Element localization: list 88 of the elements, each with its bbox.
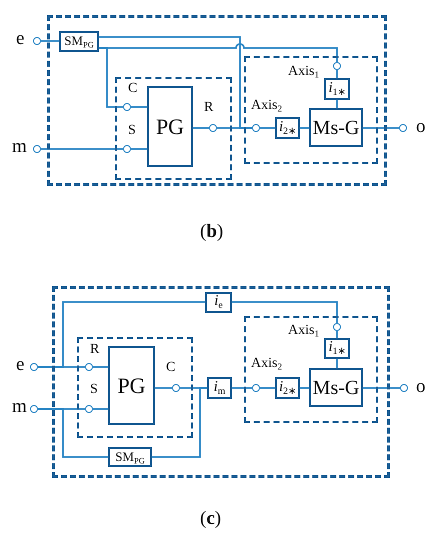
port-label: e	[16, 355, 24, 374]
block-label: Ms-G	[312, 118, 360, 138]
connector-line	[336, 359, 338, 368]
terminal-circle	[209, 124, 217, 132]
connector-line	[260, 387, 275, 389]
block-box	[108, 447, 152, 467]
block-label: i$_{2∗}$	[278, 380, 296, 396]
terminal-circle	[85, 405, 93, 413]
port-label: Axis$_{2}$	[251, 99, 282, 114]
connector-line	[363, 387, 400, 389]
block-box	[205, 292, 232, 313]
connector-line	[300, 127, 309, 129]
block-label: Ms-G	[312, 378, 360, 398]
terminal-circle	[33, 145, 41, 153]
port-label: Axis$_{1}$	[288, 65, 319, 80]
block-box	[324, 78, 350, 100]
terminal-circle	[85, 363, 93, 371]
terminal-circle	[172, 384, 180, 392]
block-box	[147, 86, 193, 167]
terminal-circle	[30, 363, 38, 371]
terminal-circle	[333, 323, 341, 331]
connector-line	[41, 40, 59, 42]
block-label: SM$_{PG}$	[64, 34, 94, 49]
block-box	[309, 368, 363, 407]
connector-line	[152, 387, 207, 458]
connector-line	[300, 387, 309, 389]
connector-line	[93, 408, 108, 410]
block-box	[207, 377, 232, 399]
terminal-circle	[399, 124, 407, 132]
block-label: SM$_{PG}$	[115, 450, 145, 464]
terminal-circle	[252, 384, 260, 392]
connector-line	[217, 127, 252, 129]
dashed-boundary	[52, 286, 390, 478]
block-label: PG	[156, 116, 184, 138]
dashed-boundary	[47, 15, 387, 186]
block-label: i$_{2∗}$	[278, 120, 296, 136]
dashed-group-box	[244, 316, 378, 423]
dashed-group-box	[244, 56, 378, 164]
connector-line	[38, 301, 205, 368]
port-label: m	[12, 137, 27, 156]
connector-line	[155, 387, 172, 389]
connector-line	[41, 148, 123, 150]
port-label: o	[416, 117, 426, 136]
terminal-circle	[123, 145, 131, 153]
port-label: C	[166, 361, 176, 375]
connector-line	[131, 106, 147, 108]
panel-label: (c)	[200, 509, 222, 528]
connector-line	[336, 70, 338, 78]
terminal-circle	[30, 405, 38, 413]
connector-line	[131, 148, 147, 150]
block-label: i$_{1∗}$	[328, 80, 346, 98]
block-box	[59, 31, 99, 52]
connector-line	[363, 127, 399, 129]
terminal-circle	[333, 62, 341, 70]
port-label: m	[12, 397, 27, 416]
panel-label: (b)	[200, 222, 224, 241]
port-label: R	[90, 343, 100, 357]
dashed-group-box	[115, 77, 232, 180]
connector-line	[232, 301, 338, 323]
connector-line	[38, 408, 108, 458]
block-label: i$_{1∗}$	[328, 340, 346, 357]
port-label: e	[16, 29, 24, 48]
block-label: PG	[117, 374, 146, 396]
terminal-circle	[123, 103, 131, 111]
port-label: C	[128, 82, 138, 96]
connector-line	[232, 387, 252, 389]
port-label: o	[416, 377, 426, 396]
dashed-group-box	[77, 337, 193, 438]
port-label: S	[90, 383, 98, 397]
connector-line	[93, 366, 108, 368]
terminal-circle	[33, 37, 41, 45]
block-label: i$_{m}$	[214, 380, 226, 396]
port-label: R	[204, 101, 214, 115]
block-box	[275, 117, 300, 139]
port-label: Axis$_{2}$	[251, 357, 282, 372]
block-box	[309, 108, 363, 147]
port-label: S	[128, 124, 136, 138]
connector-line	[260, 127, 275, 129]
terminal-circle	[252, 124, 260, 132]
port-label: Axis$_{1}$	[288, 324, 319, 339]
block-label: i$_{e}$	[214, 294, 223, 311]
connector-line	[336, 100, 338, 108]
block-box	[108, 346, 155, 425]
connector-line	[193, 127, 209, 129]
connector-line	[99, 43, 338, 62]
block-box	[275, 377, 300, 399]
block-box	[324, 338, 350, 359]
terminal-circle	[400, 384, 408, 392]
